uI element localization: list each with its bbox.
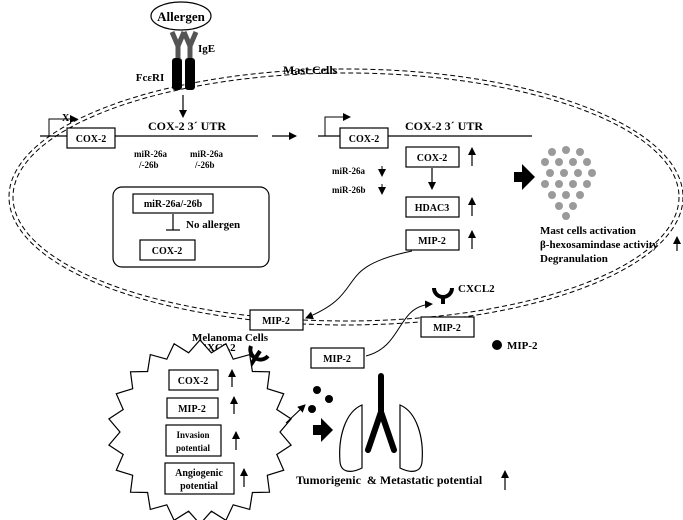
cox2-melanoma-label: COX-2 [178,376,209,387]
cox2-gene-right: COX-2 [349,134,380,145]
mip2-dot [325,395,333,403]
granule-dot [548,191,556,199]
ige-antibody-icon [169,31,199,58]
x-mark: X [62,113,70,124]
outcome-label: Tumorigenic & Metastatic potential [296,473,483,487]
granule-dot [555,158,563,166]
granule-dot [560,169,568,177]
mip2-box-released [310,347,365,369]
mir26b-down: miR-26b [332,185,366,195]
mip2-right-label: MIP-2 [433,323,461,334]
melanoma-title: Melanoma Cells [192,332,269,344]
mip2-dot [308,405,316,413]
granule-dot [562,146,570,154]
mip2-dot [313,386,321,394]
granule-dot [548,148,556,156]
mir-left-1b: /-26b [138,160,159,170]
cxcl2-receptor-melanoma-icon [248,345,270,368]
invasion-box [165,424,222,457]
granule-dot [569,158,577,166]
gene-construct-left: X COX-2 COX-2 3´ UTR miR-26a /-26b miR-2… [40,113,258,170]
mast-cell-membrane [8,68,683,326]
invasion-label-1: Invasion [176,430,209,440]
cox2-mast-label: COX-2 [417,153,448,164]
granule-dot [583,158,591,166]
ige-label: IgE [198,43,215,55]
mir-left-2b: /-26b [194,160,215,170]
angiogenic-label-2: potential [180,481,218,492]
granule-dot [583,180,591,188]
inset-mir-label: miR-26a/-26b [144,199,203,210]
inset-mir-box [132,193,214,214]
cox2-box-mast [405,146,460,168]
allergen-label: Allergen [157,9,205,24]
granule-dot [541,158,549,166]
granule-dot [574,169,582,177]
cxcl2-receptor-mast-icon [432,287,454,304]
fceri-label: FcεRI [136,72,165,84]
granule-dot [546,169,554,177]
granule-dot [569,202,577,210]
lungs-icon [339,373,423,472]
gene-construct-right: COX-2 COX-2 3´ UTR [318,113,532,149]
invasion-label-2: potential [176,443,211,453]
activation-label: Mast cells activation [540,225,636,237]
mip2-box-mid [249,309,304,331]
granule-dot [555,180,563,188]
mip2-legend-label: MIP-2 [507,340,538,352]
mip2-melanoma-label: MIP-2 [178,404,206,415]
mip2-box-mast [405,229,460,251]
inset-cox2-label: COX-2 [152,246,183,257]
mip2-export-arrow [305,250,413,320]
utr-left: COX-2 3´ UTR [148,119,226,133]
mip2-mast-label: MIP-2 [418,236,446,247]
mip2-legend-dot [492,340,502,350]
inset-cox2-box [139,239,196,261]
granule-dot [588,169,596,177]
mip2-box-right [420,316,475,338]
granule-dot [541,180,549,188]
granule-dot [569,180,577,188]
fceri-receptor-icon [172,58,195,90]
granule-dot [562,212,570,220]
granule-dot [555,202,563,210]
mip2-released-label: MIP-2 [323,354,351,365]
hdac3-label: HDAC3 [415,203,449,214]
degranulation-arrow-icon [514,164,535,190]
hdac3-box [405,196,460,218]
melanoma-secretion-arrow [285,404,306,424]
allergen-node [150,1,212,31]
mip2-box-melanoma [166,397,219,419]
granule-dot [562,191,570,199]
cox2-gene-left: COX-2 [76,134,107,145]
angiogenic-label-1: Angiogenic [175,468,223,479]
granules [541,146,596,220]
inhibit-icon [166,214,180,231]
utr-right: COX-2 3´ UTR [405,119,483,133]
mir-left-2a: miR-26a [190,149,223,159]
metastasis-arrow-icon [313,418,333,442]
angiogenic-box [164,462,235,495]
mip2-to-mast-arrow [365,300,433,357]
cox2-box-melanoma [168,369,219,391]
degranulation-label: Degranulation [540,253,608,265]
granule-dot [576,191,584,199]
mir26a-down: miR-26a [332,166,365,176]
mir-left-1a: miR-26a [134,149,167,159]
mast-cells-title: Mast Cells [283,63,338,77]
granule-dot [576,148,584,156]
cxcl2-mast-label: CXCL2 [458,283,495,295]
no-allergen-label: No allergen [186,219,240,231]
mip2-mid-label: MIP-2 [262,316,290,327]
hexosaminidase-label: β-hexosamindase activity [540,239,658,251]
